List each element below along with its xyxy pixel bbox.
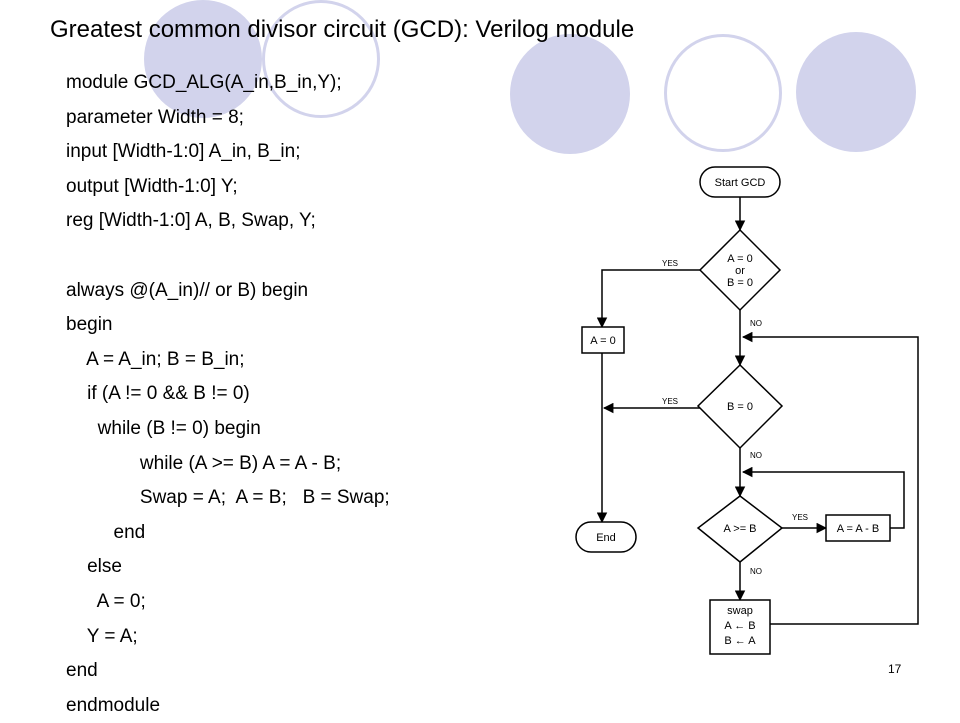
- decision-1-line-1: A = 0: [727, 253, 752, 265]
- swap-label: swap: [727, 605, 753, 617]
- decision-1-line-3: B = 0: [727, 277, 753, 289]
- code-line: while (B != 0) begin: [66, 417, 261, 439]
- subtract-box: [825, 514, 891, 542]
- slide-number: 17: [888, 662, 902, 676]
- decor-circle-5: [796, 32, 916, 152]
- subtract-label: A = A - B: [837, 523, 880, 535]
- code-line: else: [66, 556, 122, 578]
- code-line: while (A >= B) A = A - B;: [66, 452, 342, 474]
- verilog-code-block: module GCD_ALG(A_in,B_in,Y); parameter W…: [66, 66, 390, 723]
- decor-circle-2: [262, 0, 380, 118]
- decor-circle-1: [144, 0, 262, 118]
- decision-2-label: B = 0: [727, 401, 753, 413]
- code-line: reg [Width-1:0] A, B, Swap, Y;: [66, 210, 316, 232]
- decor-circle-3: [510, 34, 630, 154]
- decision-a-or-b-zero: [698, 228, 782, 312]
- code-line: end: [66, 660, 98, 682]
- no-label: NO: [750, 451, 762, 460]
- start-terminal: [699, 166, 781, 198]
- no-label: NO: [750, 319, 762, 328]
- code-line: end: [66, 521, 146, 543]
- yes-label: YES: [662, 259, 678, 268]
- start-label: Start GCD: [715, 177, 766, 189]
- decor-circle-4: [664, 34, 782, 152]
- code-line: input [Width-1:0] A_in, B_in;: [66, 141, 301, 163]
- gcd-flowchart: Start GCD A = 0 or B = 0 A = 0 B = 0 End…: [575, 166, 919, 655]
- code-line: A = 0;: [66, 590, 146, 612]
- no-label: NO: [750, 567, 762, 576]
- yes-label: YES: [662, 397, 678, 406]
- code-line: endmodule: [66, 694, 161, 716]
- code-line: Swap = A; A = B; B = Swap;: [66, 487, 390, 509]
- code-line: output [Width-1:0] Y;: [66, 175, 238, 197]
- flow-arrow: [596, 269, 700, 329]
- decision-1-line-2: or: [735, 265, 745, 277]
- swap-box: [709, 599, 771, 655]
- assign-a-zero-label: A = 0: [590, 335, 615, 347]
- slide-title: Greatest common divisor circuit (GCD): V…: [50, 16, 635, 43]
- code-line: [66, 239, 390, 274]
- code-line: Y = A;: [66, 625, 138, 647]
- swap-line-2: B ← A: [724, 635, 756, 647]
- code-line: module GCD_ALG(A_in,B_in,Y);: [66, 72, 342, 93]
- code-line: if (A != 0 && B != 0): [66, 383, 250, 405]
- yes-label: YES: [792, 513, 808, 522]
- code-line: A = A_in; B = B_in;: [66, 348, 245, 370]
- code-line: begin: [66, 314, 113, 336]
- decision-a-ge-b: [696, 495, 784, 563]
- code-line: always @(A_in)// or B) begin: [66, 279, 309, 301]
- decision-3-label: A >= B: [723, 523, 756, 535]
- assign-a-zero-box: [581, 326, 625, 354]
- swap-line-1: A ← B: [724, 620, 755, 632]
- end-label: End: [596, 532, 616, 544]
- flow-arrow: [741, 331, 919, 625]
- flow-arrow: [741, 466, 905, 529]
- end-terminal: [575, 521, 637, 553]
- code-line: parameter Width = 8;: [66, 106, 244, 128]
- decision-b-zero: [696, 363, 784, 450]
